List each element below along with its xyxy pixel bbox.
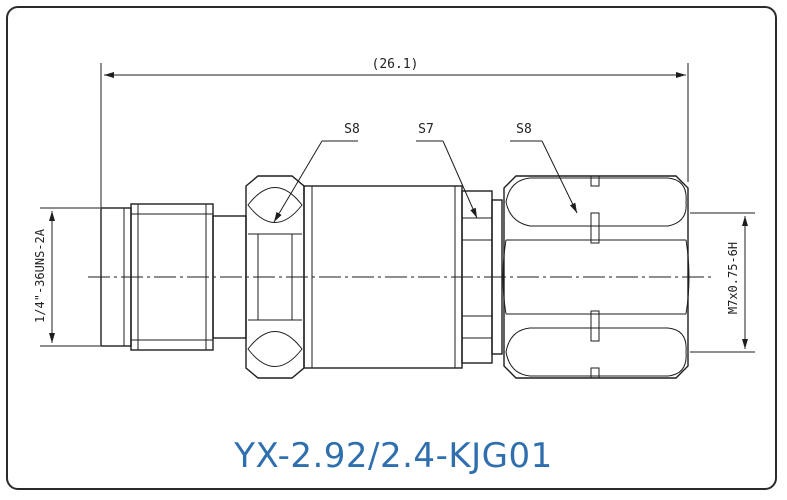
right-thread-dimension: M7x0.75-6H — [690, 212, 755, 353]
callout-hex-left-label: S8 — [344, 122, 360, 137]
callout-hex-right-label: S8 — [516, 122, 532, 137]
right-hex-nut — [502, 175, 690, 379]
callout-hex-mid-label: S7 — [418, 122, 434, 137]
right-thread-label: M7x0.75-6H — [726, 242, 740, 314]
drawing-frame — [6, 6, 777, 490]
callout-hex-right: S8 — [510, 122, 578, 214]
callout-hex-left: S8 — [273, 122, 360, 223]
part-number-title: YX-2.92/2.4-KJG01 — [234, 436, 553, 476]
left-thread-label: 1/4"-36UNS-2A — [33, 228, 47, 323]
left-thread-dimension: 1/4"-36UNS-2A — [33, 207, 100, 347]
overall-length-dimension: (26.1) — [100, 57, 689, 208]
overall-length-label: (26.1) — [372, 57, 419, 72]
callout-hex-mid: S7 — [416, 122, 478, 219]
